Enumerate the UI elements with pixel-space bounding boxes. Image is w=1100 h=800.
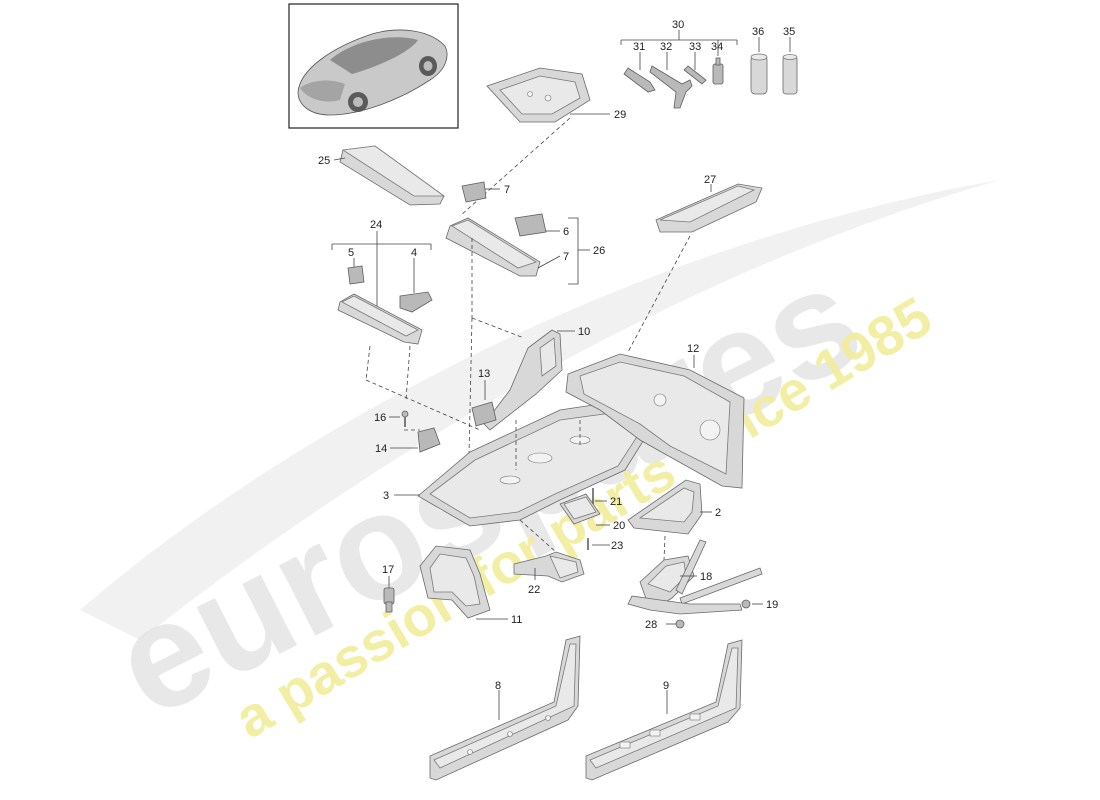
main-floor-panel-part[interactable]: [394, 397, 651, 527]
rear-floor-panel-part[interactable]: [565, 353, 745, 489]
callout-7-lower[interactable]: 7: [563, 251, 569, 263]
callout-11[interactable]: 11: [511, 614, 522, 626]
callout-18[interactable]: 18: [700, 571, 712, 583]
callout-labels: 30 31 32 33 34 36 35 29 25 7 27 24 5 4 6…: [318, 19, 795, 692]
callout-14[interactable]: 14: [375, 443, 387, 455]
bracket-14-part[interactable]: [390, 427, 441, 453]
screw-23-part[interactable]: [587, 538, 610, 550]
watermark-swoosh: [80, 180, 1000, 640]
callout-30[interactable]: 30: [672, 19, 684, 31]
callout-23[interactable]: 23: [611, 540, 623, 552]
spray-can-part[interactable]: [750, 37, 768, 95]
pillar-panel-11-part[interactable]: [419, 545, 508, 620]
callout-24[interactable]: 24: [370, 219, 382, 231]
bracket-26-group: [568, 217, 590, 285]
screw-16-part[interactable]: [389, 410, 409, 427]
callout-19[interactable]: 19: [766, 599, 778, 611]
rear-bracket-18-part[interactable]: [627, 539, 763, 615]
callout-13[interactable]: 13: [478, 368, 490, 380]
callout-9[interactable]: 9: [663, 680, 669, 692]
callout-10[interactable]: 10: [578, 326, 590, 338]
callout-16[interactable]: 16: [374, 412, 386, 424]
callout-22[interactable]: 22: [528, 584, 540, 596]
cross-member-24-part[interactable]: [337, 293, 481, 431]
callout-33[interactable]: 33: [689, 41, 701, 53]
applicator-part[interactable]: [683, 52, 707, 85]
callout-8[interactable]: 8: [495, 680, 501, 692]
front-floor-cover-part[interactable]: [459, 67, 610, 217]
callout-35[interactable]: 35: [783, 26, 795, 38]
callout-12[interactable]: 12: [687, 343, 699, 355]
callout-34[interactable]: 34: [711, 41, 723, 53]
bracket-4-part[interactable]: [399, 291, 433, 313]
callout-31[interactable]: 31: [633, 41, 645, 53]
bracket-5-part[interactable]: [347, 265, 365, 285]
cross-member-26-part[interactable]: [445, 217, 561, 501]
callout-7-upper[interactable]: 7: [504, 184, 510, 196]
callout-32[interactable]: 32: [660, 41, 672, 53]
side-sill-9-part[interactable]: [585, 639, 743, 781]
screw-21-part[interactable]: [592, 488, 607, 504]
bracket-20-part[interactable]: [559, 493, 610, 526]
side-sill-8-part[interactable]: [429, 635, 581, 781]
callout-21[interactable]: 21: [610, 496, 622, 508]
side-member-2-part[interactable]: [627, 479, 712, 561]
small-bottle-part[interactable]: [712, 40, 724, 85]
nut-19-part[interactable]: [741, 599, 763, 609]
bracket-upper-part[interactable]: [461, 181, 500, 203]
bracket-13-part[interactable]: [471, 380, 497, 427]
car-icon: [297, 29, 448, 116]
bracket-22-part[interactable]: [513, 519, 585, 583]
callout-3[interactable]: 3: [383, 490, 389, 502]
callout-4[interactable]: 4: [411, 247, 417, 259]
front-cross-member-part[interactable]: [333, 145, 446, 206]
callout-5[interactable]: 5: [348, 247, 354, 259]
car-thumbnail: [288, 3, 459, 129]
cartridge-part[interactable]: [782, 37, 798, 95]
rear-side-member-part[interactable]: [627, 183, 763, 353]
tools-group: [620, 30, 798, 109]
bracket-6-part[interactable]: [514, 213, 560, 237]
callout-29[interactable]: 29: [614, 109, 626, 121]
callout-28[interactable]: 28: [645, 619, 657, 631]
caulking-gun-part[interactable]: [649, 52, 693, 109]
callout-2[interactable]: 2: [715, 507, 721, 519]
side-pillar-panel-part[interactable]: [483, 329, 575, 431]
cross-member-assembly: [331, 231, 432, 310]
sealant-tube-part[interactable]: [623, 52, 656, 93]
nut-28-part[interactable]: [666, 619, 685, 629]
callout-20[interactable]: 20: [613, 520, 625, 532]
callout-17[interactable]: 17: [382, 564, 394, 576]
callout-26[interactable]: 26: [593, 245, 605, 257]
callout-25[interactable]: 25: [318, 155, 330, 167]
plug-17-part[interactable]: [383, 576, 395, 613]
callout-27[interactable]: 27: [704, 174, 716, 186]
callout-6[interactable]: 6: [563, 226, 569, 238]
callout-36[interactable]: 36: [752, 26, 764, 38]
